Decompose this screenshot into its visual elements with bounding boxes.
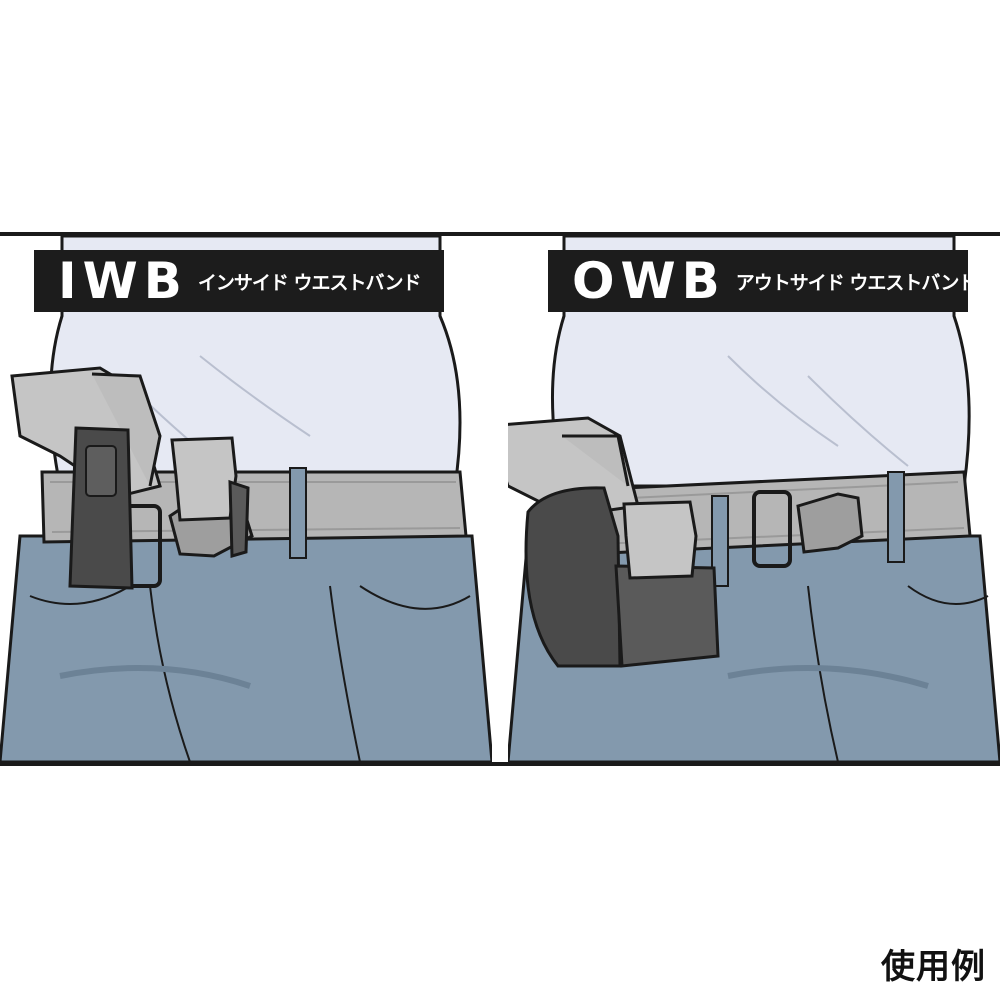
iwb-abbr: IWB	[58, 252, 188, 310]
illustration-frame: IWB インサイド ウエストバンド	[0, 232, 1000, 766]
mag-clip	[228, 479, 250, 558]
belt-buckle	[752, 490, 792, 568]
usage-example-caption: 使用例	[881, 947, 986, 987]
owb-full: アウトサイド ウエストバンド	[735, 271, 978, 294]
mag-pouch	[614, 564, 720, 668]
holster	[524, 486, 622, 668]
iwb-panel: IWB インサイド ウエストバンド	[0, 236, 492, 762]
magazine	[170, 436, 238, 522]
owb-panel: OWB アウトサイド ウエストバンド	[508, 236, 1000, 762]
iwb-full: インサイド ウエストバンド	[197, 271, 422, 294]
owb-illustration	[508, 236, 1000, 762]
iwb-label: IWB インサイド ウエストバンド	[34, 250, 444, 312]
owb-label: OWB アウトサイド ウエストバンド	[548, 250, 977, 312]
magazine	[622, 500, 698, 580]
iwb-illustration	[0, 236, 492, 762]
owb-abbr: OWB	[572, 252, 726, 310]
